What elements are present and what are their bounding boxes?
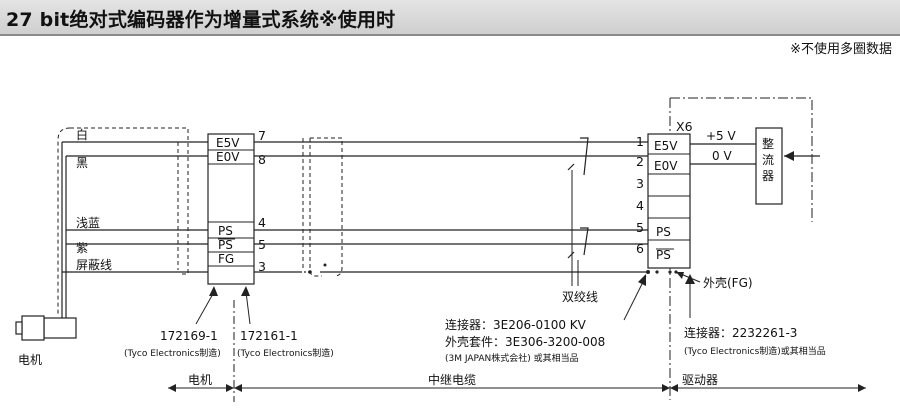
drive-pin-1: 1: [636, 134, 644, 149]
drive-terminal-e5v: E5V: [654, 139, 678, 153]
motor-part1-leader: [195, 291, 215, 325]
motor-label: 电机: [18, 353, 42, 367]
motor-shield: [57, 127, 189, 316]
footnote: ※不使用多圈数据: [790, 42, 892, 57]
motor-terminal-ps: PS: [218, 224, 233, 238]
motor-terminal-fg: FG: [218, 252, 234, 266]
motor-part2-maker: (Tyco Electronics制造): [237, 347, 334, 359]
motor-terminal-ps-bar: PS: [218, 238, 233, 252]
relay-part-line2: 外壳套件：3E306-3200-008: [445, 335, 605, 349]
drive-pin-2: 2: [636, 154, 644, 169]
motor-pin-8: 8: [258, 152, 266, 167]
twisted-pair-label: 双绞线: [562, 289, 598, 304]
drive-pin-3: 3: [636, 176, 644, 191]
drive-pin-5: 5: [636, 220, 644, 235]
drive-part-line2: (Tyco Electronics制造)或其相当品: [684, 345, 826, 357]
motor-part1: 172169-1: [160, 329, 218, 343]
voltage-plus-label: +5 V: [706, 129, 737, 143]
driver-boundary-top: [670, 97, 813, 222]
rectifier-box: [755, 127, 783, 205]
shell-label: 外壳(FG): [703, 276, 753, 290]
motor-part2: 172161-1: [240, 329, 298, 343]
rectifier-char-2: 流: [762, 153, 774, 167]
motor-pin-3: 3: [258, 259, 266, 274]
page-title: 27 bit绝对式编码器作为增量式系统※使用时: [6, 9, 396, 31]
relay-shield: [309, 137, 343, 277]
wire-label-purple: 紫: [76, 241, 88, 255]
motor-connector: [207, 133, 255, 285]
wire-label-shield: 屏蔽线: [76, 258, 112, 272]
wire-label-light-blue: 浅蓝: [76, 216, 100, 230]
rectifier-char-3: 器: [762, 169, 774, 183]
motor-part2-leader: [245, 291, 251, 325]
wire-label-white: 白: [76, 127, 88, 142]
motor-terminal-e0v: E0V: [216, 150, 240, 164]
section-drive: 驱动器: [682, 373, 718, 387]
voltage-zero-label: 0 V: [712, 149, 732, 163]
drive-pin-6: 6: [636, 241, 644, 256]
rectifier-char-1: 整: [762, 136, 774, 151]
drive-terminal-ps-bar: PS: [656, 248, 671, 262]
motor-terminal-e5v: E5V: [216, 136, 240, 150]
motor-pin-7: 7: [258, 128, 266, 143]
drive-connector: [647, 133, 691, 269]
motor-icon: [15, 315, 77, 341]
drive-terminal-ps: PS: [656, 225, 671, 239]
title-bar: 27 bit绝对式编码器作为增量式系统※使用时: [0, 0, 900, 36]
wire-label-black: 黑: [76, 156, 88, 170]
drive-terminal-e0v: E0V: [654, 159, 678, 173]
twisted-pair-mark-1: [567, 137, 589, 176]
section-relay-cable: 中继电缆: [428, 372, 476, 387]
relay-part-line3: (3M JAPAN株式会社) 或其相当品: [445, 352, 579, 364]
rectifier-input-arrow: [784, 151, 794, 161]
relay-part-line1: 连接器：3E206-0100 KV: [445, 317, 587, 332]
drive-part-line1: 连接器：2232261-3: [684, 325, 797, 340]
drive-pin-4: 4: [636, 198, 644, 213]
motor-pin-4: 4: [258, 215, 266, 230]
motor-part1-maker: (Tyco Electronics制造): [124, 347, 221, 359]
section-motor: 电机: [188, 373, 212, 387]
drive-connector-name: X6: [676, 119, 693, 134]
twisted-pair-mark-2: [567, 227, 589, 259]
